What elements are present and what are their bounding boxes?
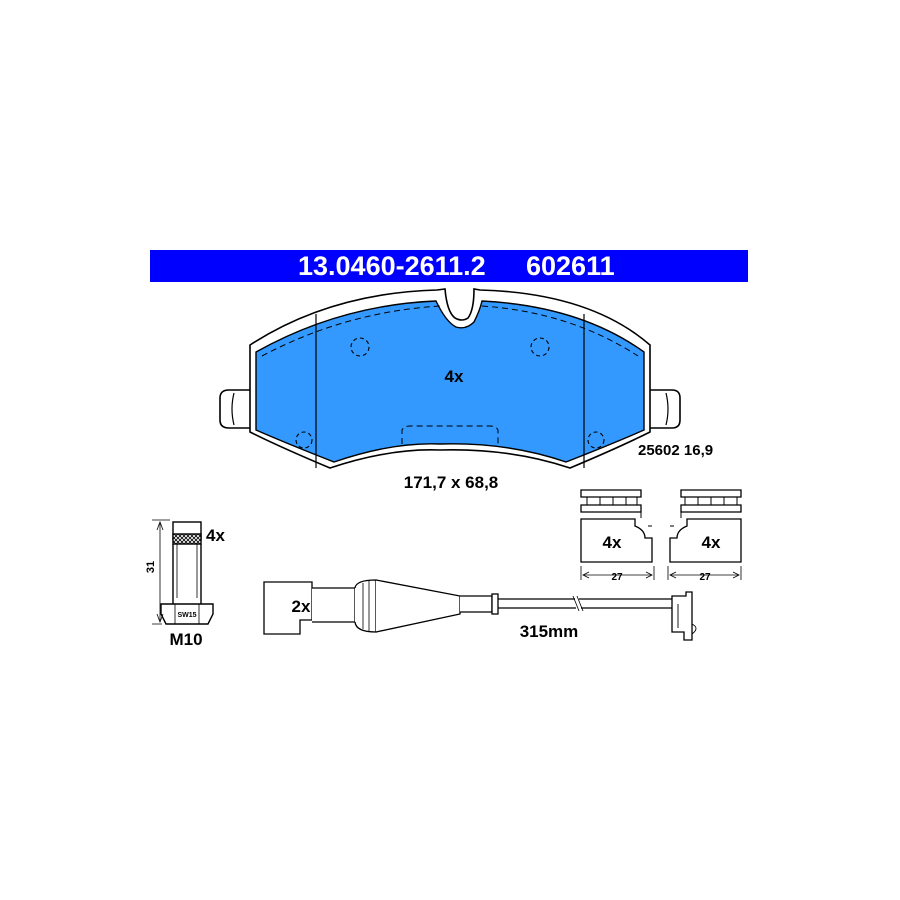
bolt-wrench-label: SW15 (177, 612, 196, 619)
brake-pad (219, 288, 681, 469)
clip-2 (667, 489, 742, 580)
bolt-length-label: 31 (145, 561, 157, 573)
clip-1-width-label: 27 (611, 572, 623, 583)
header-bar: 13.0460-2611.2 602611 (150, 250, 748, 282)
bolt-thread-label: M10 (169, 630, 202, 649)
pad-dimensions-label: 171,7 x 68,8 (404, 473, 499, 492)
wear-sensor (263, 579, 697, 641)
reference-number: 602611 (526, 251, 615, 281)
clip-1-quantity-label: 4x (603, 533, 622, 552)
part-number: 13.0460-2611.2 (298, 251, 486, 281)
clip-1 (580, 489, 655, 580)
sensor-quantity-label: 2x (292, 597, 311, 616)
pad-quantity-label: 4x (445, 367, 464, 386)
clip-2-width-label: 27 (699, 572, 711, 583)
pad-code-label: 25602 16,9 (638, 442, 713, 459)
bolt (152, 519, 214, 625)
bolt-quantity-label: 4x (206, 526, 225, 545)
sensor-length-label: 315mm (520, 622, 579, 641)
clip-2-quantity-label: 4x (702, 533, 721, 552)
